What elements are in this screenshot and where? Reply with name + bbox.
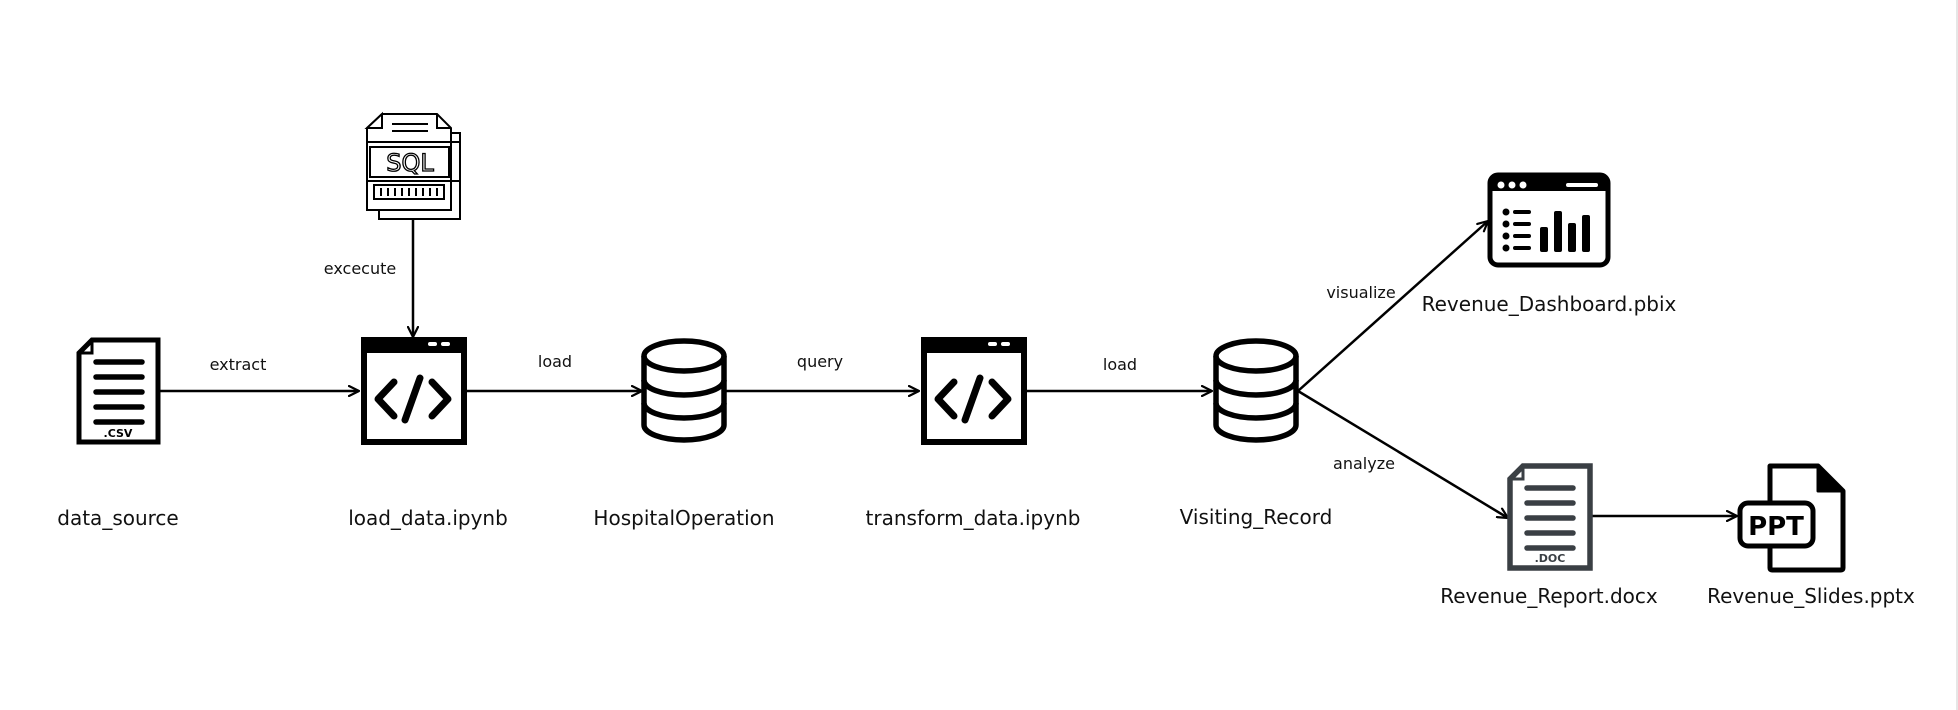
- dashboard-icon: [1487, 172, 1611, 268]
- page-edge-divider: [1956, 0, 1958, 710]
- sql-file-icon: SQL: [364, 111, 461, 220]
- edge-label-analyze: analyze: [1333, 454, 1395, 473]
- code-window-icon: [361, 337, 467, 445]
- node-label-revenue-report: Revenue_Report.docx: [1440, 584, 1658, 608]
- edge-analyze: [1297, 389, 1508, 518]
- ppt-badge: PPT: [1748, 512, 1804, 542]
- edge-label-load-1: load: [538, 352, 572, 371]
- edge-visualize: [1297, 221, 1488, 392]
- doc-file-icon: .DOC: [1507, 463, 1593, 571]
- node-label-transform-data: transform_data.ipynb: [866, 506, 1081, 530]
- edge-label-execute: excecute: [324, 259, 396, 278]
- node-label-data-source: data_source: [57, 506, 178, 530]
- node-label-hospital-operation: HospitalOperation: [593, 506, 774, 530]
- csv-badge: .CSV: [104, 427, 133, 440]
- database-icon: [641, 338, 727, 443]
- node-label-revenue-dashboard: Revenue_Dashboard.pbix: [1422, 292, 1677, 316]
- edge-label-load-2: load: [1103, 355, 1137, 374]
- node-label-revenue-slides: Revenue_Slides.pptx: [1707, 584, 1915, 608]
- edge-label-extract: extract: [210, 355, 267, 374]
- code-window-icon: [921, 337, 1027, 445]
- sql-badge: SQL: [386, 149, 434, 177]
- edge-label-visualize: visualize: [1326, 283, 1395, 302]
- node-label-visiting-record: Visiting_Record: [1180, 505, 1333, 529]
- csv-file-icon: .CSV: [76, 337, 161, 445]
- edge-label-query: query: [797, 352, 843, 371]
- database-icon: [1213, 338, 1299, 443]
- node-label-load-data: load_data.ipynb: [348, 506, 508, 530]
- doc-badge: .DOC: [1535, 552, 1566, 565]
- ppt-file-icon: PPT: [1737, 463, 1846, 573]
